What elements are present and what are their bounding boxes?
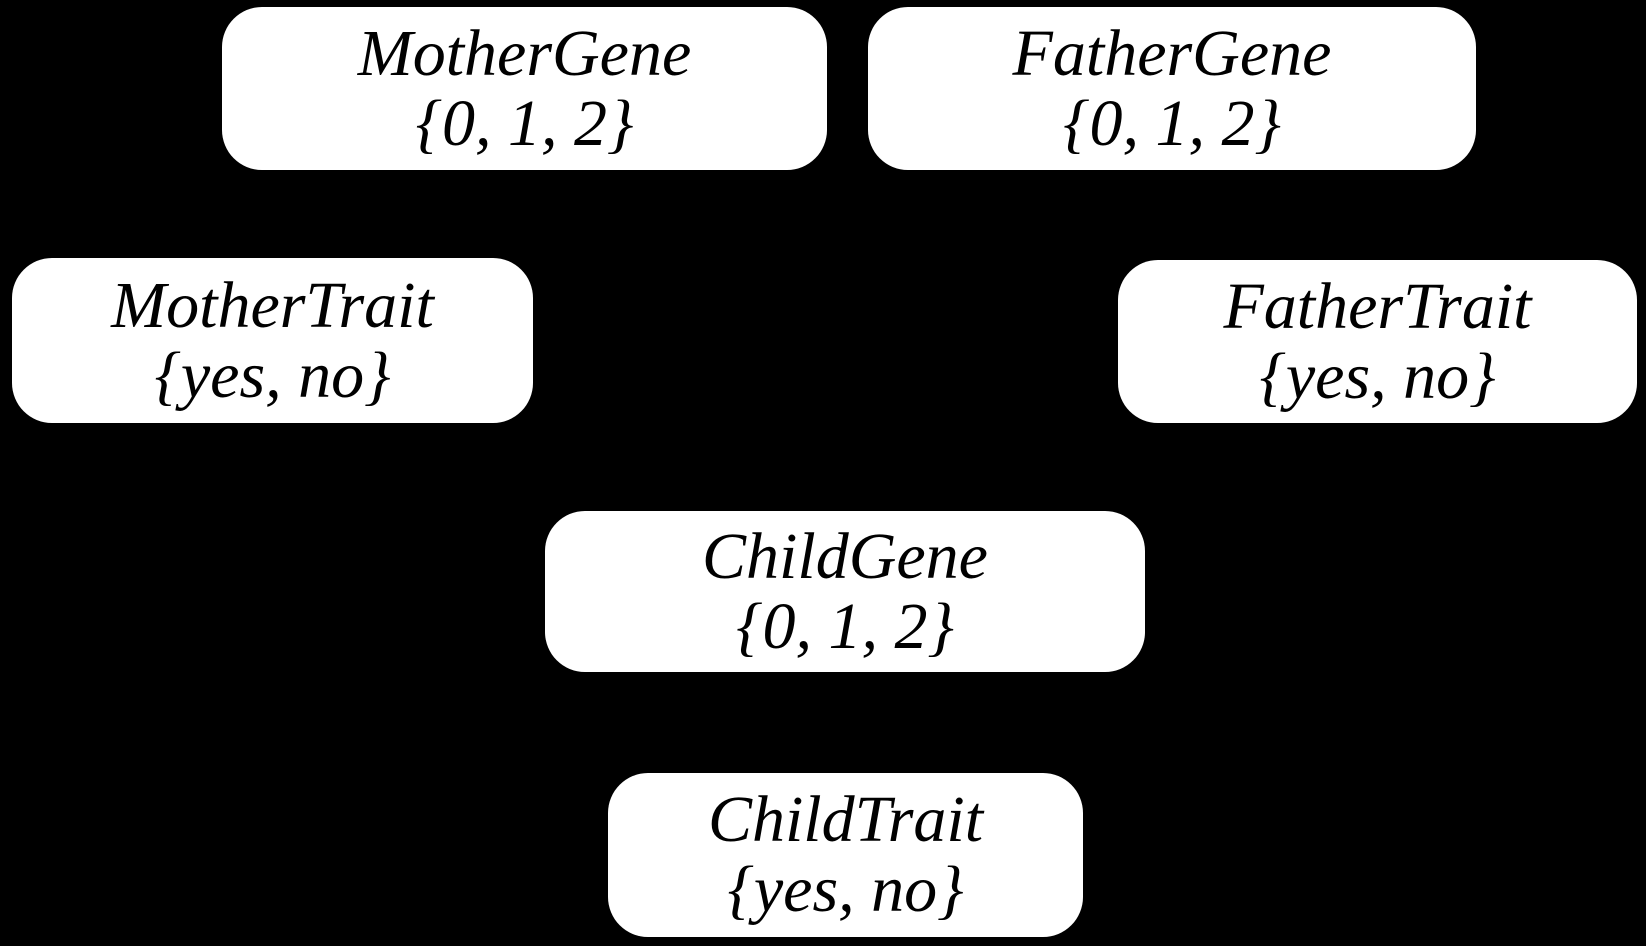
node-mother-trait-values: {yes, no} — [154, 338, 391, 412]
node-father-gene-values: {0, 1, 2} — [1063, 86, 1281, 160]
node-child-gene-values: {0, 1, 2} — [736, 589, 954, 663]
node-child-trait: ChildTrait {yes, no} — [608, 773, 1083, 937]
node-father-gene: FatherGene {0, 1, 2} — [868, 7, 1476, 170]
node-child-gene: ChildGene {0, 1, 2} — [545, 511, 1145, 672]
node-mother-trait: MotherTrait {yes, no} — [12, 258, 533, 423]
node-mother-gene-values: {0, 1, 2} — [415, 86, 634, 160]
node-child-trait-label: ChildTrait — [707, 783, 984, 857]
node-father-trait-values: {yes, no} — [1259, 339, 1496, 413]
node-mother-trait-label: MotherTrait — [111, 268, 434, 342]
node-child-trait-values: {yes, no} — [727, 853, 964, 926]
node-father-gene-label: FatherGene — [1012, 16, 1332, 90]
node-child-gene-label: ChildGene — [702, 519, 988, 593]
node-father-trait-label: FatherTrait — [1223, 269, 1532, 343]
node-father-trait: FatherTrait {yes, no} — [1118, 260, 1637, 423]
node-mother-gene-label: MotherGene — [357, 16, 692, 90]
node-mother-gene: MotherGene {0, 1, 2} — [222, 7, 827, 170]
